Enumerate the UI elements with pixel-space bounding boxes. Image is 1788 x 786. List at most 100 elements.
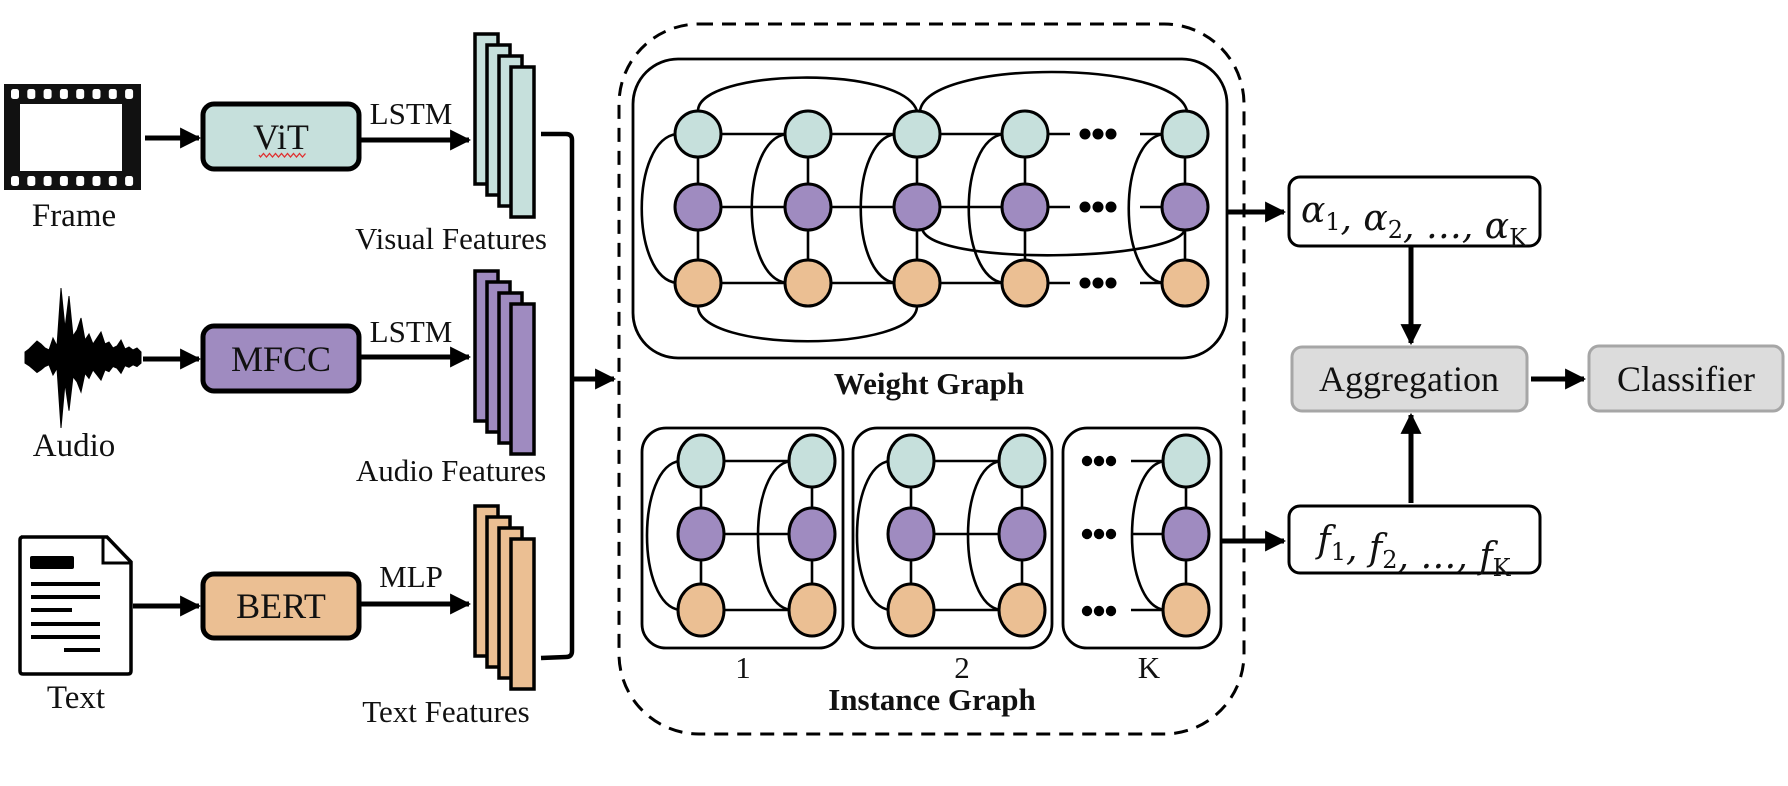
- film-perforation: [27, 176, 36, 186]
- film-frame-icon: [4, 84, 141, 190]
- instance-node-visual: [787, 433, 837, 489]
- weight-node-audio: [1160, 182, 1210, 232]
- graph-edge: [696, 76, 919, 112]
- weight-node-audio: [1000, 182, 1050, 232]
- graph-edge: [640, 132, 678, 285]
- audio-features-stack: [473, 269, 536, 456]
- instance-node-visual: [997, 433, 1047, 489]
- film-perforation: [11, 176, 19, 186]
- weight-node-visual: [783, 109, 833, 159]
- input-label-audio: Audio: [33, 428, 116, 464]
- instance-node-audio: [997, 506, 1047, 562]
- instance-node-visual: [1161, 433, 1211, 489]
- ellipsis-dot: [1092, 128, 1104, 140]
- instance-box-2: [851, 426, 1054, 650]
- ellipsis-dot: [1079, 128, 1091, 140]
- film-perforation: [43, 89, 52, 99]
- spellcheck-underline: [258, 152, 306, 159]
- feature-map-layer: [509, 302, 536, 456]
- graph-edge: [966, 459, 1002, 612]
- instance-index-label: 2: [954, 650, 970, 685]
- film-perforation: [125, 89, 134, 99]
- ellipsis-dot: [1105, 605, 1117, 617]
- weight-node-text: [1000, 258, 1050, 308]
- instance-node-audio: [1161, 506, 1211, 562]
- ellipsis-dot: [1105, 128, 1117, 140]
- film-perforation: [92, 176, 101, 186]
- graph-edge: [859, 132, 897, 285]
- instance-node-text: [676, 582, 726, 638]
- visual-features-stack: [473, 32, 536, 219]
- feature-map-layer: [509, 65, 536, 219]
- encoder-vit-label: ViT: [253, 117, 309, 157]
- weight-node-audio: [673, 182, 723, 232]
- weight-graph: [640, 70, 1210, 343]
- weight-node-visual: [673, 109, 723, 159]
- ellipsis-dot: [1105, 201, 1117, 213]
- ellipsis-dot: [1105, 455, 1117, 467]
- ellipsis-dot: [1105, 277, 1117, 289]
- ellipsis-dot: [1092, 201, 1104, 213]
- film-perforation: [125, 176, 134, 186]
- weights-box: α1, α2, …, αK: [1287, 175, 1542, 252]
- instance-graph-title: Instance Graph: [828, 682, 1036, 717]
- film-perforation: [76, 176, 85, 186]
- graph-edge: [1127, 132, 1165, 285]
- film-perforation: [92, 89, 101, 99]
- features-formula: f1, f2, …, fK: [1314, 520, 1511, 582]
- film-perforation: [59, 176, 68, 186]
- film-perforation: [27, 89, 36, 99]
- weight-node-text: [1160, 258, 1210, 308]
- document-icon: [18, 535, 133, 676]
- weight-node-text: [673, 258, 723, 308]
- instance-node-text: [1161, 582, 1211, 638]
- ellipsis-dot: [1093, 528, 1105, 540]
- visual-features-label: Visual Features: [355, 221, 547, 256]
- ellipsis-dot: [1105, 528, 1117, 540]
- weight-node-audio: [892, 182, 942, 232]
- feature-map-layer: [509, 537, 536, 691]
- ellipsis-dot: [1081, 455, 1093, 467]
- ellipsis-dot: [1079, 277, 1091, 289]
- audio-waveform-icon: [24, 287, 142, 429]
- instance-node-audio: [886, 506, 936, 562]
- instance-box-K: [1061, 426, 1223, 650]
- aggregation-box: Aggregation: [1290, 345, 1529, 413]
- graph-module-container: [617, 22, 1246, 736]
- instance-node-visual: [886, 433, 936, 489]
- graph-edge: [967, 132, 1005, 285]
- encoder-vit: ViT: [200, 101, 362, 172]
- encoder-bert-label: BERT: [236, 586, 326, 626]
- weight-node-audio: [783, 182, 833, 232]
- ellipsis-dot: [1093, 605, 1105, 617]
- graph-edge: [855, 459, 891, 612]
- text-features-stack: [473, 504, 536, 691]
- input-label-text: Text: [47, 680, 105, 716]
- instance-node-audio: [676, 506, 726, 562]
- graph-edge: [696, 305, 919, 343]
- graph-edge: [1130, 459, 1166, 612]
- film-perforation: [76, 89, 85, 99]
- weight-graph-box: [631, 57, 1229, 360]
- edge-label-lstm-visual: LSTM: [370, 96, 453, 131]
- classifier-box: Classifier: [1587, 344, 1785, 413]
- classifier-label: Classifier: [1617, 359, 1755, 399]
- instance-index-label: 1: [735, 650, 751, 685]
- instance-node-audio: [787, 506, 837, 562]
- ellipsis-dot: [1092, 277, 1104, 289]
- weights-formula: α1, α2, …, αK: [1301, 190, 1528, 252]
- film-perforation: [11, 89, 19, 99]
- ellipsis-dot: [1093, 455, 1105, 467]
- weight-node-text: [783, 258, 833, 308]
- text-features-label: Text Features: [362, 694, 529, 729]
- input-label-frame: Frame: [32, 198, 116, 234]
- edge-label-lstm-audio: LSTM: [370, 314, 453, 349]
- encoder-mfcc: MFCC: [200, 323, 362, 394]
- instance-node-text: [787, 582, 837, 638]
- graph-edge: [918, 70, 1189, 112]
- instance-box-1: [640, 426, 845, 650]
- edge-label-mlp-text: MLP: [379, 559, 443, 594]
- graph-edge: [645, 459, 681, 612]
